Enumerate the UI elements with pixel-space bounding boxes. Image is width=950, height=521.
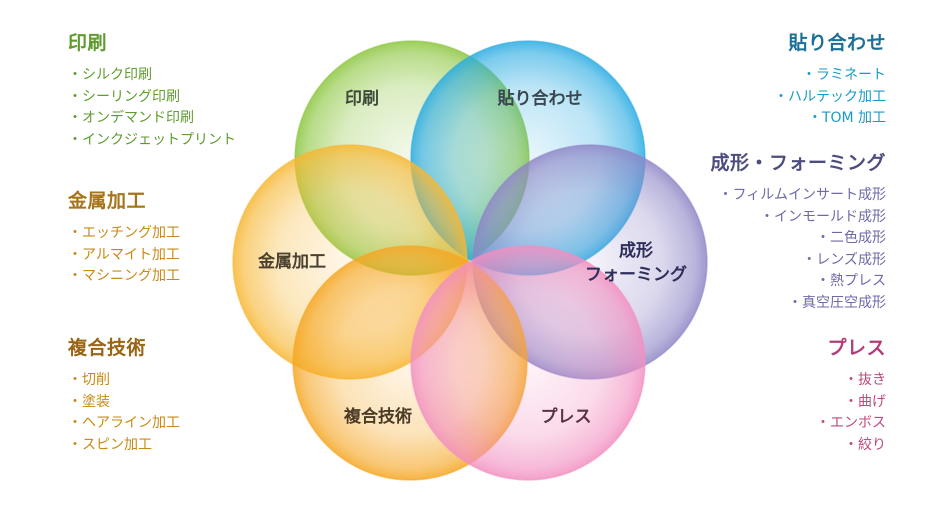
group-forming-list: フィルムインサート成形 インモールド成形 二色成形 レンズ成形 熱プレス 真空圧…	[710, 185, 886, 314]
circle-press	[410, 245, 646, 481]
circle-label-forming: 成形フォーミング	[585, 240, 687, 285]
list-item: フィルムインサート成形	[710, 185, 886, 207]
circle-label-line: フォーミング	[585, 264, 687, 285]
circle-label-composite: 複合技術	[343, 406, 412, 427]
list-item: 二色成形	[710, 228, 886, 250]
group-forming: 成形・フォーミング フィルムインサート成形 インモールド成形 二色成形 レンズ成…	[710, 148, 886, 314]
group-lamination-title: 貼り合わせ	[788, 32, 886, 54]
list-item: ラミネート	[774, 65, 886, 87]
list-item: シーリング印刷	[68, 87, 236, 109]
list-item: マシニング加工	[68, 266, 180, 288]
group-press-title: プレス	[827, 337, 886, 359]
list-item: インクジェットプリント	[68, 130, 236, 152]
list-item: 絞り	[816, 435, 886, 457]
group-printing-title: 印刷	[68, 32, 108, 54]
group-forming-title: 成形・フォーミング	[710, 152, 886, 174]
list-item: 真空圧空成形	[710, 293, 886, 315]
list-item: レンズ成形	[710, 250, 886, 272]
group-composite: 複合技術 切削 塗装 ヘアライン加工 スピン加工	[68, 333, 180, 456]
circle-label-metal: 金属加工	[257, 251, 326, 272]
group-lamination-list: ラミネート ハルテック加工 TOM 加工	[774, 65, 886, 130]
list-item: シルク印刷	[68, 65, 236, 87]
circle-label-line: 金属加工	[257, 251, 326, 272]
group-printing: 印刷 シルク印刷 シーリング印刷 オンデマンド印刷 インクジェットプリント	[68, 28, 236, 151]
group-metal-title: 金属加工	[68, 190, 147, 212]
circle-label-line: 成形	[619, 240, 653, 261]
list-item: エッチング加工	[68, 223, 180, 245]
circle-label-line: プレス	[541, 406, 592, 427]
circle-label-line: 複合技術	[343, 406, 412, 427]
list-item: 抜き	[816, 370, 886, 392]
group-lamination: 貼り合わせ ラミネート ハルテック加工 TOM 加工	[774, 28, 886, 130]
group-press: プレス 抜き 曲げ エンボス 絞り	[816, 333, 886, 456]
list-item: ヘアライン加工	[68, 413, 180, 435]
list-item: アルマイト加工	[68, 245, 180, 267]
circle-label-line: 印刷	[345, 89, 379, 109]
list-item: インモールド成形	[710, 207, 886, 229]
list-item: 熱プレス	[710, 271, 886, 293]
list-item: TOM 加工	[774, 108, 886, 130]
group-metal-list: エッチング加工 アルマイト加工 マシニング加工	[68, 223, 180, 288]
list-item: 塗装	[68, 392, 180, 414]
list-item: ハルテック加工	[774, 87, 886, 109]
list-item: 曲げ	[816, 392, 886, 414]
group-press-list: 抜き 曲げ エンボス 絞り	[816, 370, 886, 456]
group-composite-list: 切削 塗装 ヘアライン加工 スピン加工	[68, 370, 180, 456]
circle-label-line: 貼り合わせ	[497, 88, 583, 109]
circle-label-press: プレス	[541, 406, 592, 427]
circle-label-lamination: 貼り合わせ	[497, 88, 583, 109]
list-item: エンボス	[816, 413, 886, 435]
list-item: スピン加工	[68, 435, 180, 457]
group-composite-title: 複合技術	[68, 337, 147, 359]
circle-label-printing: 印刷	[345, 89, 379, 109]
group-metal: 金属加工 エッチング加工 アルマイト加工 マシニング加工	[68, 186, 180, 288]
group-printing-list: シルク印刷 シーリング印刷 オンデマンド印刷 インクジェットプリント	[68, 65, 236, 151]
list-item: 切削	[68, 370, 180, 392]
list-item: オンデマンド印刷	[68, 108, 236, 130]
